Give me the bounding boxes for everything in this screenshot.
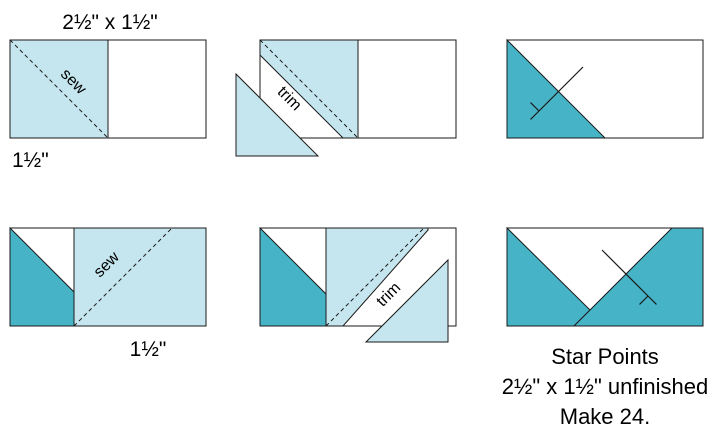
- step-1-place-square: sew: [9, 39, 207, 139]
- light-triangle-remaining: [259, 39, 359, 139]
- press-arrow: [601, 249, 657, 305]
- sew-line: [325, 227, 425, 327]
- light-square: [9, 39, 109, 139]
- sew-line: [9, 39, 109, 139]
- step-4-place-second-square: sew: [9, 226, 207, 327]
- light-square: [73, 227, 207, 327]
- step-2-trim: trim: [235, 39, 457, 157]
- light-triangle-remaining: [325, 227, 429, 327]
- top-size-label: 2½" x 1½": [62, 11, 157, 34]
- left-size-label: 1½": [12, 149, 49, 172]
- bottom-size-label: 1½": [130, 338, 167, 361]
- step-3-press: [506, 38, 704, 139]
- caption-quantity: Make 24.: [560, 404, 651, 429]
- caption-size: 2½" x 1½" unfinished: [502, 374, 708, 399]
- caption-title: Star Points: [551, 344, 659, 369]
- trimmed-triangle: [364, 258, 449, 343]
- trimmed-triangle: [235, 72, 320, 157]
- dark-triangle-right: [572, 227, 704, 327]
- press-arrow: [530, 66, 584, 120]
- sew-line: [259, 39, 359, 139]
- sew-line: [73, 227, 173, 327]
- caption: Star Points 2½" x 1½" unfinished Make 24…: [502, 344, 708, 429]
- step-5-trim: trim: [259, 226, 457, 343]
- step-6-finished-unit: [506, 226, 704, 327]
